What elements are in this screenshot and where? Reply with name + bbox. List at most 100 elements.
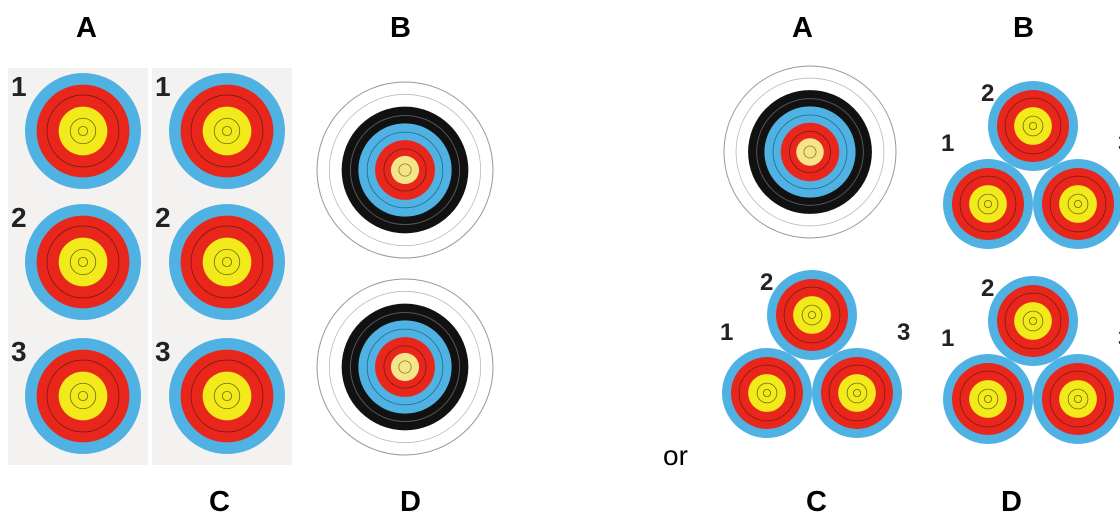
triangle-face-b-spot-3-gold-ring	[1059, 185, 1097, 223]
vertical-face-b-number-3: 3	[155, 336, 171, 367]
full-face-left-top-black-line	[349, 114, 461, 226]
triangle-face-b-spot-3-center-dot	[1074, 199, 1083, 208]
triangle-face-b-spot-2-gold-line	[1022, 115, 1044, 137]
vertical-face-a-spot-1-gold-ring	[58, 106, 108, 156]
vertical-face-b-spot-2-red-line	[190, 225, 264, 299]
triangle-face-d-spot-2-gold-ring	[1014, 302, 1052, 340]
label-left-a: A	[76, 12, 97, 44]
triangle-face-d-spot-2-center-dot	[1029, 316, 1038, 325]
full-face-left-bottom-gold-ring	[390, 352, 420, 382]
full-face-left-bottom-red-line	[383, 345, 427, 389]
vertical-face-a-spot-3-gold-line	[69, 382, 97, 410]
label-right-b: B	[1013, 12, 1034, 44]
vertical-face-a-number-3: 3	[11, 336, 27, 367]
triangle-face-b-spot-1-red-line	[959, 175, 1017, 233]
triangle-face-c-spot-2-gold-ring	[793, 296, 831, 334]
vertical-face-b-spot-1-gold-ring	[202, 106, 252, 156]
triangle-face-c-spot-2-red-line	[783, 286, 841, 344]
vertical-face-b-spot-3-gold-ring	[202, 371, 252, 421]
triangle-face-b-number-2: 2	[981, 80, 994, 107]
label-left-d: D	[400, 486, 421, 518]
triangle-face-c-number-2: 2	[760, 269, 773, 296]
triangle-face-b-spot-3-red-line	[1049, 175, 1107, 233]
triangle-face-b-number-1: 1	[941, 130, 954, 157]
vertical-face-a-spot-2-center-dot	[77, 256, 89, 268]
label-right-d: D	[1001, 486, 1022, 518]
triangle-face-b-spot-3-gold-line	[1067, 193, 1089, 215]
vertical-face-a-spot-1-center-dot	[77, 125, 89, 137]
label-right-a: A	[792, 12, 813, 44]
full-face-right-gold-ring	[796, 138, 824, 166]
triangle-face-d-spot-1-gold-ring	[969, 380, 1007, 418]
vertical-face-a-spot-2-red-line	[46, 225, 120, 299]
triangle-face-d-number-1: 1	[941, 325, 954, 352]
triangle-face-b-spot-2-center-dot	[1029, 122, 1038, 131]
triangle-face-c-spot-1-center-dot	[763, 388, 772, 397]
triangle-face-d-spot-2-red-line	[1004, 292, 1062, 350]
triangle-face-c-spot-3-red-line	[828, 364, 886, 422]
triangle-face-b-spot-2-red-line	[1004, 97, 1062, 155]
triangle-face-c-spot-3-center-dot	[853, 388, 862, 397]
full-face-left-top-gold-ring	[390, 155, 420, 185]
vertical-face-a-spot-3-red-line	[46, 359, 120, 433]
triangle-face-d-spot-2-gold-line	[1022, 310, 1044, 332]
full-face-right-red-line	[788, 130, 832, 174]
full-face-right-center-line	[803, 145, 817, 159]
vertical-face-b-number-1: 1	[155, 71, 171, 102]
vertical-face-b-spot-3-gold-line	[213, 382, 241, 410]
vertical-face-a-spot-3-center-dot	[77, 390, 89, 402]
full-face-left-bottom-center-line	[398, 360, 412, 374]
vertical-face-b-spot-1-center-dot	[221, 125, 233, 137]
label-left-b: B	[390, 12, 411, 44]
triangle-face-d-spot-1-center-dot	[984, 394, 993, 403]
triangle-face-c-number-1: 1	[720, 319, 733, 346]
vertical-face-b-spot-3-center-dot	[221, 390, 233, 402]
triangle-face-b-number-3: 3	[1118, 130, 1120, 157]
full-face-left-bottom-blue-line	[366, 328, 444, 406]
vertical-face-b-spot-2-center-dot	[221, 256, 233, 268]
triangle-face-d-spot-3-gold-line	[1067, 388, 1089, 410]
vertical-face-a-number-1: 1	[11, 71, 27, 102]
vertical-face-a-spot-2-gold-line	[69, 248, 97, 276]
label-left-c: C	[209, 486, 230, 518]
full-face-left-top-center-line	[398, 163, 412, 177]
triangle-face-c-spot-2-center-dot	[808, 310, 817, 319]
triangle-face-d-spot-3-gold-ring	[1059, 380, 1097, 418]
full-face-right-black-line	[756, 98, 864, 206]
full-face-left-top-blue-line	[366, 131, 444, 209]
triangle-face-d-spot-3-center-dot	[1074, 394, 1083, 403]
triangle-face-b-spot-1-center-dot	[984, 199, 993, 208]
full-face-left-top-red-line	[383, 148, 427, 192]
vertical-face-b-spot-1-red-line	[190, 94, 264, 168]
triangle-face-d-spot-1-red-line	[959, 370, 1017, 428]
or-label: or	[663, 440, 688, 471]
triangle-face-c-spot-1-gold-line	[756, 382, 778, 404]
triangle-face-d-number-2: 2	[981, 275, 994, 302]
vertical-face-b-spot-2-gold-ring	[202, 237, 252, 287]
vertical-face-b-spot-1-gold-line	[213, 117, 241, 145]
vertical-face-a-spot-2-gold-ring	[58, 237, 108, 287]
triangle-face-c-spot-1-red-line	[738, 364, 796, 422]
vertical-face-b-spot-3-red-line	[190, 359, 264, 433]
triangle-face-b-spot-1-gold-line	[977, 193, 999, 215]
vertical-face-a-spot-1-red-line	[46, 94, 120, 168]
vertical-face-b-number-2: 2	[155, 202, 171, 233]
vertical-face-b-spot-2-gold-line	[213, 248, 241, 276]
triangle-face-c-spot-1-gold-ring	[748, 374, 786, 412]
triangle-face-b-spot-2-gold-ring	[1014, 107, 1052, 145]
triangle-face-d-spot-3-red-line	[1049, 370, 1107, 428]
label-right-c: C	[806, 486, 827, 518]
triangle-face-c-spot-3-gold-line	[846, 382, 868, 404]
triangle-face-d-spot-1-gold-line	[977, 388, 999, 410]
full-face-left-bottom-black-line	[349, 311, 461, 423]
triangle-face-c-spot-2-gold-line	[801, 304, 823, 326]
triangle-face-c-number-3: 3	[897, 319, 910, 346]
vertical-face-a-number-2: 2	[11, 202, 27, 233]
full-face-right-blue-line	[772, 114, 848, 190]
triangle-face-c-spot-3-gold-ring	[838, 374, 876, 412]
vertical-face-a-spot-3-gold-ring	[58, 371, 108, 421]
vertical-face-a-spot-1-gold-line	[69, 117, 97, 145]
triangle-face-b-spot-1-gold-ring	[969, 185, 1007, 223]
triangle-face-d-number-3: 3	[1118, 325, 1120, 352]
